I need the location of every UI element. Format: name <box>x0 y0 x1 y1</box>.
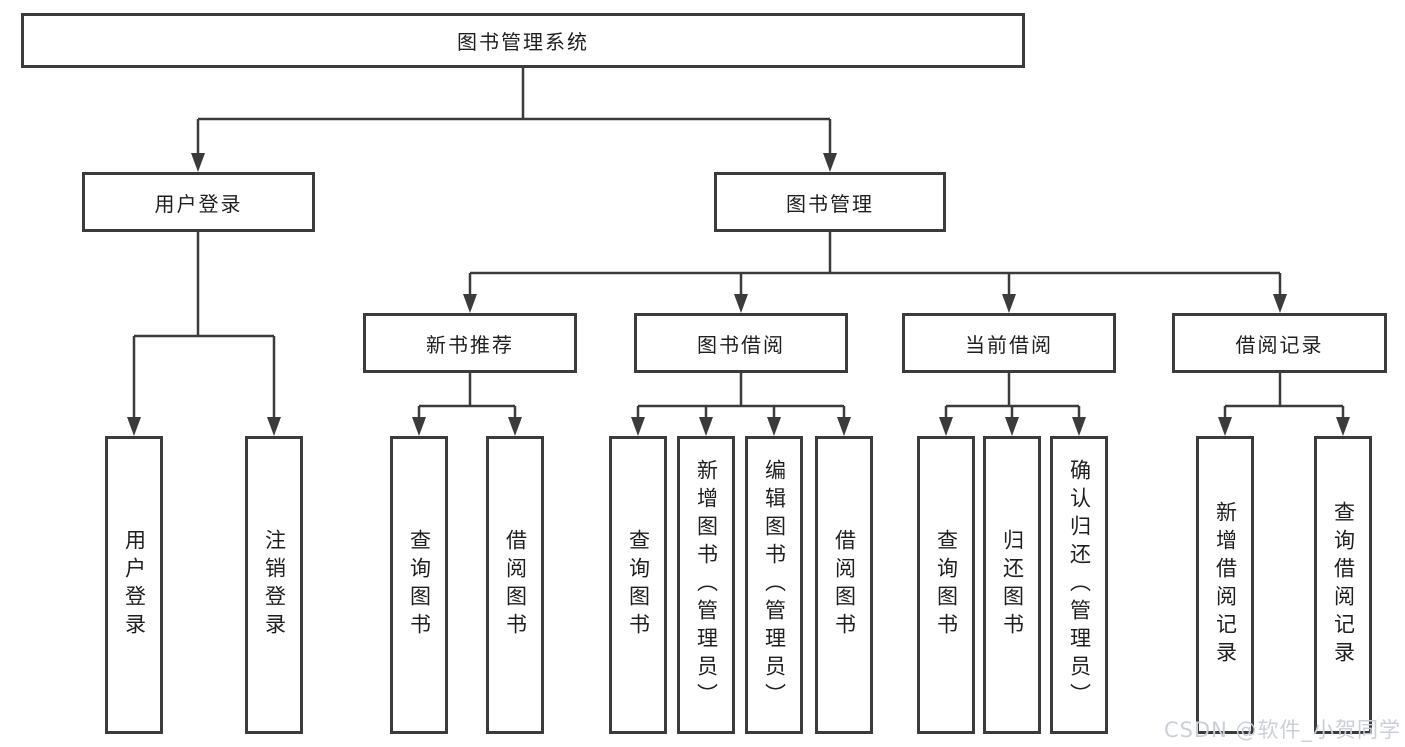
arrow-head <box>939 417 953 436</box>
arrow-head <box>837 417 851 436</box>
leaf-borrow-books: 借阅图书 <box>815 436 873 734</box>
node-new-book-recommend: 新书推荐 <box>363 313 577 373</box>
node-current-borrow: 当前借阅 <box>902 313 1116 373</box>
node-borrow-records: 借阅记录 <box>1172 313 1387 373</box>
leaf-add-book-admin: 新增图书（管理员） <box>677 436 735 734</box>
leaf-logout: 注销登录 <box>245 436 303 734</box>
leaf-confirm-return-admin: 确认归还（管理员） <box>1050 436 1108 734</box>
node-book-management-branch: 图书管理 <box>714 172 946 232</box>
watermark: CSDN @软件_小贺同学 <box>1163 718 1401 742</box>
node-book-borrow: 图书借阅 <box>634 313 848 373</box>
arrow-head <box>191 153 205 172</box>
leaf-edit-book-admin: 编辑图书（管理员） <box>745 436 803 734</box>
arrow-head <box>1273 294 1287 313</box>
arrow-head <box>1218 417 1232 436</box>
connector-current-borrow-to-leaves <box>944 373 1081 422</box>
leaf-query-borrow-record: 查询借阅记录 <box>1314 436 1372 734</box>
arrow-head <box>267 417 281 436</box>
arrow-head <box>823 153 837 172</box>
arrow-head <box>463 294 477 313</box>
arrow-head <box>699 417 713 436</box>
leaf-borrow-books-recommend: 借阅图书 <box>486 436 544 734</box>
connector-root-to-level2 <box>196 68 832 158</box>
leaf-query-books-recommend: 查询图书 <box>390 436 448 734</box>
leaf-add-borrow-record: 新增借阅记录 <box>1196 436 1254 734</box>
node-library-management-system: 图书管理系统 <box>21 13 1025 68</box>
arrow-head <box>734 294 748 313</box>
connector-new-book-recommend-to-leaves <box>417 373 517 422</box>
arrow-head <box>1072 417 1086 436</box>
leaf-query-books-borrow: 查询图书 <box>609 436 667 734</box>
arrow-head <box>1336 417 1350 436</box>
arrow-head <box>412 417 426 436</box>
leaf-user-login: 用户登录 <box>105 436 163 734</box>
arrow-head <box>1002 294 1016 313</box>
leaf-return-book: 归还图书 <box>983 436 1041 734</box>
connector-borrow-records-to-leaves <box>1223 373 1345 422</box>
connector-user-login-to-leaves <box>132 232 276 422</box>
arrow-head <box>767 417 781 436</box>
arrow-head <box>631 417 645 436</box>
node-user-login-branch: 用户登录 <box>82 172 315 232</box>
arrow-head <box>508 417 522 436</box>
arrow-head <box>127 417 141 436</box>
arrow-head <box>1005 417 1019 436</box>
leaf-query-books-current: 查询图书 <box>917 436 975 734</box>
connector-book-management-to-level3 <box>468 232 1282 299</box>
connector-book-borrow-to-leaves <box>636 373 846 422</box>
